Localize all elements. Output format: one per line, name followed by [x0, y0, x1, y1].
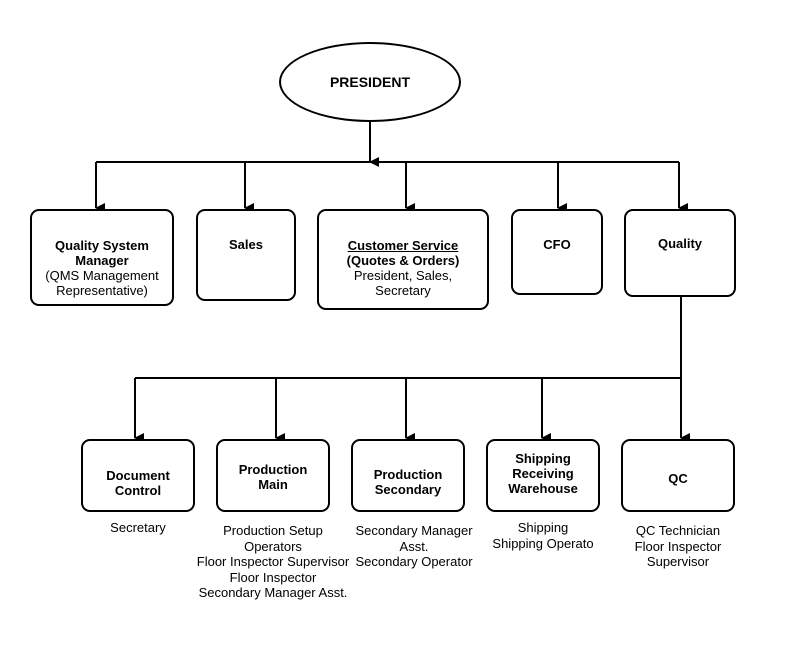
- qsm-sub: (QMS Management Representative): [45, 268, 159, 298]
- prodsec-caption-line: Secondary Manager: [355, 523, 473, 538]
- prodmain-caption-line: Secondary Manager Asst.: [198, 585, 348, 600]
- prodsec-caption: Secondary Manager Asst. Secondary Operat…: [344, 523, 484, 570]
- sales-title: Sales: [229, 237, 263, 252]
- prodmain-caption-line: Production Setup: [223, 523, 323, 538]
- prodmain-node: Production Main: [216, 439, 330, 512]
- doc-caption-line: Secretary: [110, 520, 166, 535]
- qc-caption-line: QC Technician: [635, 523, 721, 538]
- prodmain-caption: Production Setup Operators Floor Inspect…: [181, 523, 365, 601]
- prodsec-caption-line: Asst.: [399, 538, 429, 554]
- doc-title: Document Control: [106, 468, 170, 498]
- cfo-node: CFO: [511, 209, 603, 295]
- qsm-title: Quality System Manager: [55, 238, 149, 268]
- doc-caption: Secretary: [81, 520, 195, 536]
- qc-caption-line: Floor Inspector: [634, 538, 722, 554]
- president-label: PRESIDENT: [329, 74, 411, 90]
- cs-node: Customer Service (Quotes & Orders) Presi…: [317, 209, 489, 310]
- ship-node: Shipping Receiving Warehouse: [486, 439, 600, 512]
- cfo-title: CFO: [543, 237, 571, 252]
- prodsec-caption-line: Secondary Operator: [355, 554, 473, 569]
- prodsec-node: Production Secondary: [351, 439, 465, 512]
- quality-node: Quality: [624, 209, 736, 297]
- ship-caption-line: Shipping: [517, 520, 569, 535]
- qc-node: QC: [621, 439, 735, 512]
- sales-node: Sales: [196, 209, 296, 301]
- ship-caption-line: Shipping Operato: [492, 535, 594, 551]
- prodmain-title: Production Main: [238, 462, 308, 492]
- prodmain-caption-line: Floor Inspector: [229, 569, 317, 585]
- qsm-node: Quality System Manager (QMS Management R…: [30, 209, 174, 306]
- qc-caption-line: Supervisor: [646, 554, 710, 569]
- prodmain-caption-line: Floor Inspector Supervisor: [196, 554, 350, 569]
- quality-title: Quality: [657, 236, 703, 251]
- prodsec-title: Production Secondary: [373, 467, 443, 497]
- doc-node: Document Control: [81, 439, 195, 512]
- prodmain-caption-line: Operators: [244, 538, 302, 554]
- cs-title1: Customer Service: [347, 238, 459, 253]
- president-node: PRESIDENT: [279, 42, 461, 122]
- cs-sub: President, Sales, Secretary: [353, 268, 453, 298]
- qc-title: QC: [668, 471, 688, 486]
- cs-title2: (Quotes & Orders): [346, 253, 460, 268]
- ship-caption: Shipping Shipping Operato: [478, 520, 608, 551]
- ship-title: Shipping Receiving Warehouse: [508, 451, 578, 496]
- qc-caption: QC Technician Floor Inspector Supervisor: [616, 523, 740, 570]
